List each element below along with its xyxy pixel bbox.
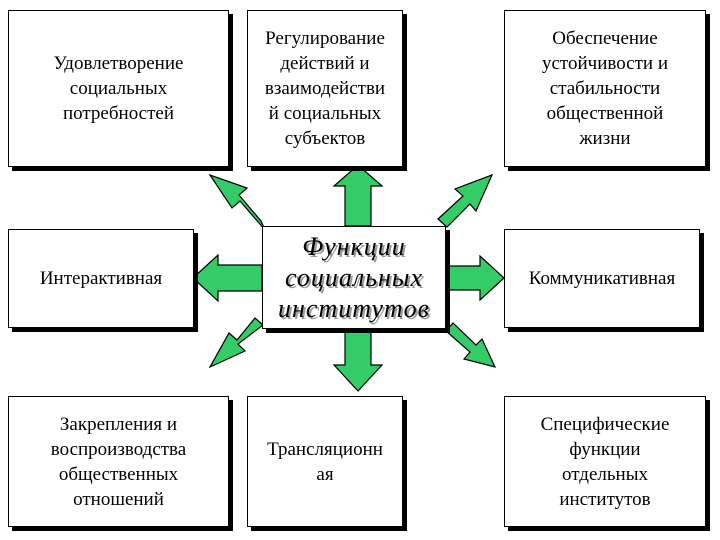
box-center: Функции социальных институтов (262, 226, 446, 329)
box-top-center-label: Регулирование действий и взаимодействи й… (264, 28, 386, 149)
box-top-left: Удовлетворение социальных потребностей (8, 10, 229, 167)
arrow-down-left (208, 317, 264, 369)
box-middle-left: Интерактивная (8, 229, 194, 328)
arrow-right (445, 254, 505, 302)
arrow-down-right (445, 322, 497, 368)
box-top-center: Регулирование действий и взаимодействи й… (247, 10, 403, 167)
arrow-down (332, 328, 384, 392)
box-top-right: Обеспечение устойчивости и стабильности … (504, 10, 706, 167)
box-bottom-right: Специфические функции отдельных институт… (504, 396, 706, 527)
box-bottom-right-label: Специфические функции отдельных институт… (540, 413, 670, 510)
box-bottom-center: Трансляционн ая (247, 396, 403, 527)
box-top-right-label: Обеспечение устойчивости и стабильности … (541, 28, 668, 149)
box-bottom-left: Закрепления и воспроизводства общественн… (8, 396, 229, 527)
box-top-left-label: Удовлетворение социальных потребностей (53, 53, 184, 124)
box-middle-right: Коммуникативная (504, 229, 700, 328)
arrow-up (332, 164, 384, 227)
box-bottom-center-label: Трансляционн ая (267, 438, 383, 485)
arrow-up-right (437, 173, 494, 228)
box-middle-left-label: Интерактивная (39, 268, 163, 289)
arrow-up-left (208, 173, 266, 231)
box-middle-right-label: Коммуникативная (528, 268, 676, 289)
center-title: Функции социальных институтов (278, 232, 430, 323)
box-bottom-left-label: Закрепления и воспроизводства общественн… (50, 413, 187, 510)
arrow-left (192, 253, 263, 303)
